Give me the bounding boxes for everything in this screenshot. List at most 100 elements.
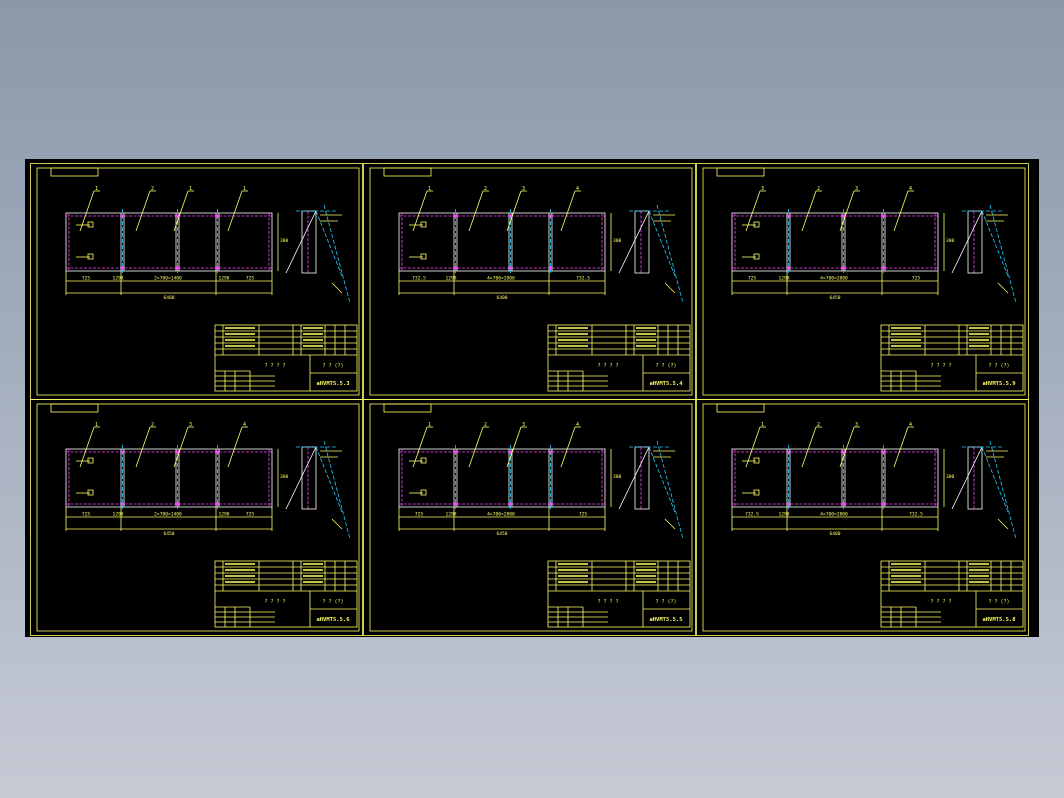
drawing-title-text: ? ? ? ? xyxy=(930,599,951,605)
side-slope-line xyxy=(323,440,351,540)
note-tag-box xyxy=(87,221,94,228)
side-callout-line xyxy=(331,518,343,530)
drawing-number-text: aHVMT5.5.4 xyxy=(649,381,683,387)
part-number-label: 2 xyxy=(817,186,820,192)
part-leader-line xyxy=(412,426,428,468)
weld-mark xyxy=(786,502,791,506)
part-number-label: 2 xyxy=(151,422,154,428)
part-leader-line xyxy=(893,426,909,468)
weld-mark xyxy=(881,266,886,270)
note-tag-box xyxy=(753,253,760,260)
dim-middle-text: 4×700=2800 xyxy=(487,276,515,282)
sheet-corner-tab xyxy=(50,167,99,177)
part-number-label: 3 xyxy=(189,422,192,428)
weld-mark xyxy=(841,502,846,506)
dim-left-text: 725 xyxy=(82,276,91,282)
part-leader-line xyxy=(135,426,151,468)
weld-mark xyxy=(841,450,846,454)
sheet-outer-border xyxy=(30,399,363,636)
side-section-plate xyxy=(634,446,650,510)
sheet-inner-border xyxy=(702,403,1026,632)
part-number-label: 1 xyxy=(428,422,431,428)
part-number-label: 2 xyxy=(151,186,154,192)
part-number-label: 1 xyxy=(761,422,764,428)
side-slope-line xyxy=(323,204,351,304)
part-number-label: 3 xyxy=(855,422,858,428)
dim-middle-text: 4×700=2800 xyxy=(487,512,515,518)
part-number-label: 2 xyxy=(484,186,487,192)
drawing-sheets-svg: 1 2 1 1 300 725 1298 2×700=1400 1298 725 6400 ? ? ?… xyxy=(30,163,1029,636)
part-number-label: 1 xyxy=(95,186,98,192)
weld-mark xyxy=(548,502,553,506)
weld-mark xyxy=(786,214,791,218)
part-leader-line xyxy=(801,190,817,232)
height-dimension-text: 300 xyxy=(280,238,289,244)
note-tag-box xyxy=(420,457,427,464)
side-callout-line xyxy=(331,282,343,294)
weld-mark xyxy=(120,266,125,270)
dim-bay-left-text: 1298 xyxy=(445,512,456,518)
side-section-plate xyxy=(967,446,983,510)
part-leader-line xyxy=(801,426,817,468)
dim-middle-text: 2×700=1400 xyxy=(154,512,182,518)
side-slope-line xyxy=(989,440,1017,540)
part-leader-line xyxy=(173,426,189,468)
weld-mark xyxy=(215,266,220,270)
drawing-number-text: aHVMT5.5.5 xyxy=(649,617,682,623)
part-leader-line xyxy=(468,190,484,232)
dim-left-text: 725 xyxy=(82,512,91,518)
dim-bay-right-text: 1298 xyxy=(218,512,229,518)
drawing-title-text: ? ? ? ? xyxy=(597,363,618,369)
side-bracing-line xyxy=(951,210,983,274)
dim-middle-text: 4×700=2800 xyxy=(820,512,848,518)
weld-mark xyxy=(786,450,791,454)
weld-mark xyxy=(881,502,886,506)
drawing-scale-text: ? ? (?) xyxy=(322,363,343,369)
part-leader-line xyxy=(745,426,761,468)
weld-mark xyxy=(215,450,220,454)
part-number-label: 4 xyxy=(909,186,912,192)
sheet-corner-tab xyxy=(50,403,99,413)
drawing-number-text: aHVMT5.5.9 xyxy=(982,381,1015,387)
side-bracing-line xyxy=(618,210,650,274)
sheet-inner-border xyxy=(702,167,1026,396)
weld-mark xyxy=(175,214,180,218)
side-section-plate xyxy=(634,210,650,274)
drawing-number-text: aHVMT5.5.3 xyxy=(316,381,349,387)
part-number-label: 1 xyxy=(428,186,431,192)
part-leader-line xyxy=(506,190,522,232)
height-dimension-text: 300 xyxy=(946,238,955,244)
cad-model-space[interactable]: 1 2 1 1 300 725 1298 2×700=1400 1298 725 6400 ? ? ?… xyxy=(25,159,1039,637)
sheet-outer-border xyxy=(30,163,363,400)
part-leader-line xyxy=(227,426,243,468)
part-leader-line xyxy=(839,190,855,232)
drawing-scale-text: ? ? (?) xyxy=(988,599,1009,605)
drawing-title-text: ? ? ? ? xyxy=(264,599,285,605)
drawing-number-text: aHVMT5.5.6 xyxy=(316,617,350,623)
weld-mark xyxy=(175,502,180,506)
dim-right-text: 732.5 xyxy=(909,512,923,518)
dim-bay-left-text: 1298 xyxy=(778,276,789,282)
part-number-label: 2 xyxy=(817,422,820,428)
part-number-label: 1 xyxy=(243,186,246,192)
side-bracing-line xyxy=(618,446,650,510)
part-leader-line xyxy=(839,426,855,468)
side-section-plate xyxy=(967,210,983,274)
beam-elevation-outline xyxy=(731,448,939,508)
side-callout-line xyxy=(997,518,1009,530)
part-leader-line xyxy=(227,190,243,232)
weld-mark xyxy=(453,450,458,454)
weld-mark xyxy=(548,214,553,218)
part-leader-line xyxy=(135,190,151,232)
dim-bay-left-text: 1298 xyxy=(112,512,123,518)
dim-right-text: 732.5 xyxy=(576,276,590,282)
side-section-plate xyxy=(301,210,317,274)
weld-mark xyxy=(453,266,458,270)
beam-elevation-outline xyxy=(398,448,606,508)
dim-overall-text: 6400 xyxy=(829,531,840,537)
title-block xyxy=(880,324,1024,392)
part-number-label: 1 xyxy=(189,186,192,192)
weld-mark xyxy=(175,266,180,270)
